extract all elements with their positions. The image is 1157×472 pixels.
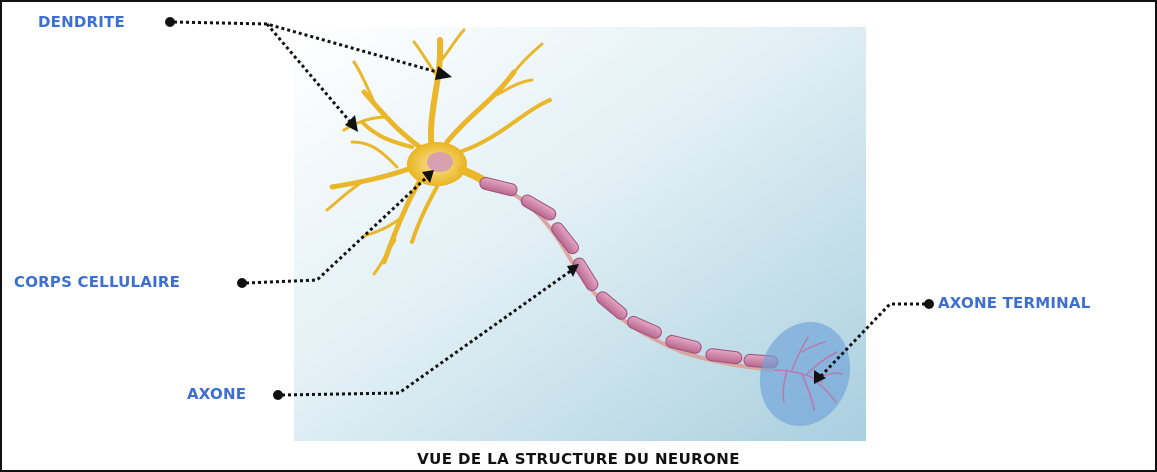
diagram-caption: VUE DE LA STRUCTURE DU NEURONE — [2, 450, 1155, 468]
label-axon-terminal: AXONE TERMINAL — [938, 294, 1090, 312]
nucleus — [427, 152, 453, 172]
label-dendrite: DENDRITE — [38, 13, 125, 31]
label-cell-body: CORPS CELLULAIRE — [14, 273, 180, 291]
label-axon: AXONE — [187, 385, 246, 403]
